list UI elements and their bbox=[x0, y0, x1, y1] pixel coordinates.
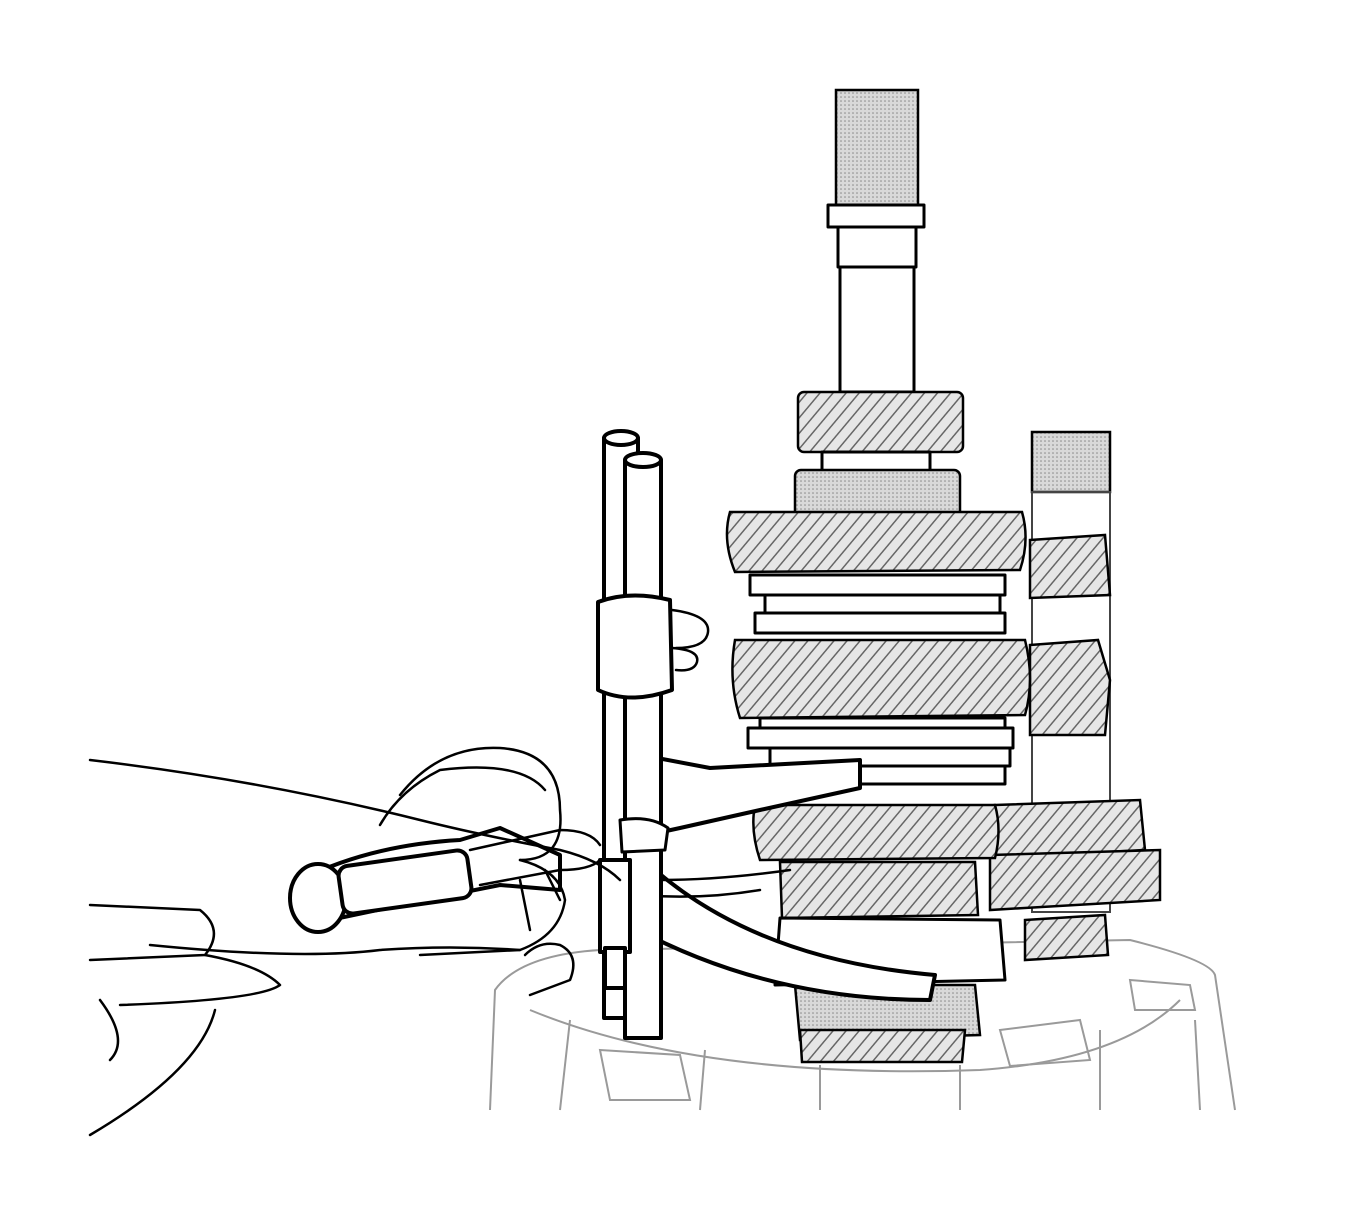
shift-rail bbox=[596, 429, 710, 1040]
hand bbox=[88, 746, 622, 1137]
mainshaft bbox=[725, 88, 1032, 1064]
countershaft bbox=[988, 430, 1162, 962]
shift-fork bbox=[613, 748, 937, 1002]
pliers bbox=[288, 826, 602, 934]
